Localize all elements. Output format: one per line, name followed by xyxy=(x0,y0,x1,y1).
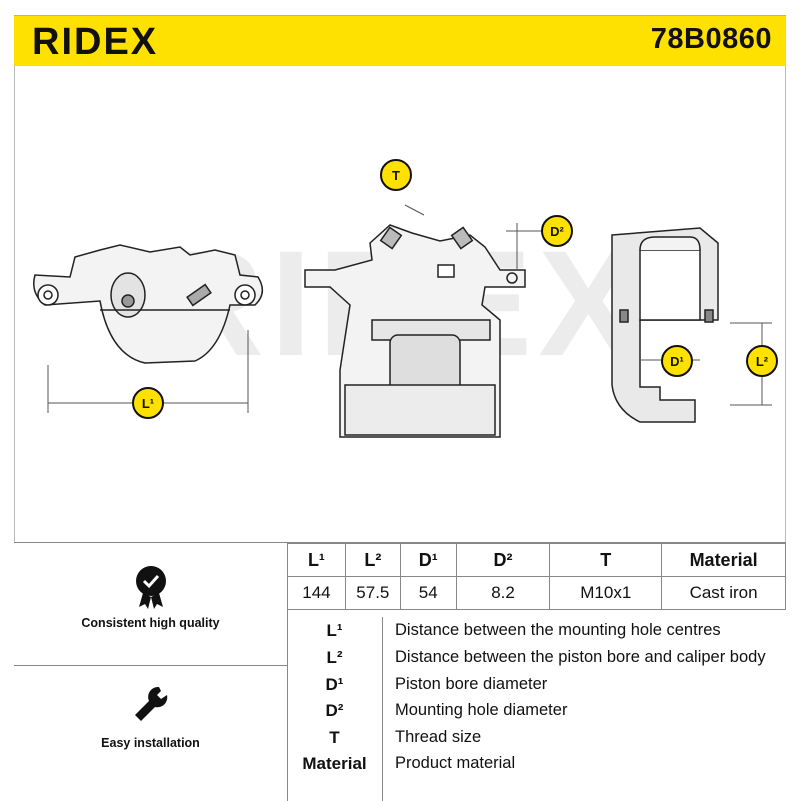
spec-value-cell: M10x1 xyxy=(549,576,663,610)
part-number: 78B0860 xyxy=(650,23,772,55)
spec-section: Consistent high quality Easy installatio… xyxy=(14,542,786,801)
spec-value-cell: Cast iron xyxy=(661,576,786,610)
legend-key: T xyxy=(329,728,340,747)
brake-caliper-side-view-icon xyxy=(304,224,526,438)
spec-header-cell: L¹ xyxy=(287,543,346,577)
spec-header-cell: L² xyxy=(344,543,401,577)
legend-desc: Piston bore diameter xyxy=(395,675,548,693)
legend-desc: Thread size xyxy=(395,728,482,746)
spec-value-row: 144 57.5 54 8.2 M10x1 Cast iron xyxy=(287,576,786,610)
label-d1: D¹ xyxy=(670,354,684,369)
features-panel: Consistent high quality Easy installatio… xyxy=(14,543,288,801)
spec-header-cell: D² xyxy=(455,543,551,577)
svg-text:RIDEX: RIDEX xyxy=(32,22,158,60)
label-l2: L² xyxy=(756,354,769,369)
spec-header-cell: Material xyxy=(661,543,786,577)
legend-desc: Distance between the mounting hole centr… xyxy=(395,621,721,639)
spec-header-cell: T xyxy=(549,543,663,577)
feature-quality: Consistent high quality xyxy=(14,563,287,630)
feature-installation: Easy installation xyxy=(14,683,287,750)
label-t: T xyxy=(392,168,400,183)
wrench-icon xyxy=(134,686,167,721)
feature-installation-label: Easy installation xyxy=(101,736,200,750)
legend-row: T Thread size xyxy=(287,728,786,754)
legend-desc: Mounting hole diameter xyxy=(395,701,568,719)
legend-key: D¹ xyxy=(325,675,344,694)
legend-desc: Distance between the piston bore and cal… xyxy=(395,648,766,666)
legend-row: D¹ Piston bore diameter xyxy=(287,675,786,701)
legend-row: L¹ Distance between the mounting hole cen… xyxy=(287,621,786,647)
legend-row: Material Product material xyxy=(287,754,786,780)
brake-caliper-section-view-icon xyxy=(611,227,719,423)
label-l1: L¹ xyxy=(142,396,154,411)
spec-value-cell: 57.5 xyxy=(344,576,401,610)
spec-value-cell: 144 xyxy=(287,576,346,610)
spec-value-cell: 54 xyxy=(399,576,457,610)
legend-key: Material xyxy=(302,754,367,773)
legend: L¹ Distance between the mounting hole cen… xyxy=(287,617,786,801)
feature-quality-label: Consistent high quality xyxy=(81,616,220,630)
feature-divider xyxy=(14,665,287,666)
legend-divider xyxy=(382,617,383,801)
brake-caliper-front-view-icon xyxy=(33,244,264,364)
quality-badge-icon xyxy=(135,566,166,609)
spec-header-cell: D¹ xyxy=(399,543,457,577)
technical-drawing: RIDEX L¹ T D² D¹ xyxy=(33,159,778,438)
spec-value-cell: 8.2 xyxy=(455,576,551,610)
legend-desc: Product material xyxy=(395,754,516,772)
label-d2: D² xyxy=(550,224,564,239)
ridex-logo: RIDEX xyxy=(32,22,158,60)
spec-table: L¹ L² D¹ D² T Material 144 57.5 54 8.2 M… xyxy=(287,543,786,610)
legend-key: L¹ xyxy=(326,621,343,640)
legend-key: L² xyxy=(326,648,343,667)
spec-header-row: L¹ L² D¹ D² T Material xyxy=(287,543,786,577)
header-bar: RIDEX 78B0860 xyxy=(14,15,786,66)
legend-row: L² Distance between the piston bore and c… xyxy=(287,648,786,674)
legend-row: D² Mounting hole diameter xyxy=(287,701,786,727)
legend-key: D² xyxy=(325,701,344,720)
drawing-frame xyxy=(14,65,786,543)
